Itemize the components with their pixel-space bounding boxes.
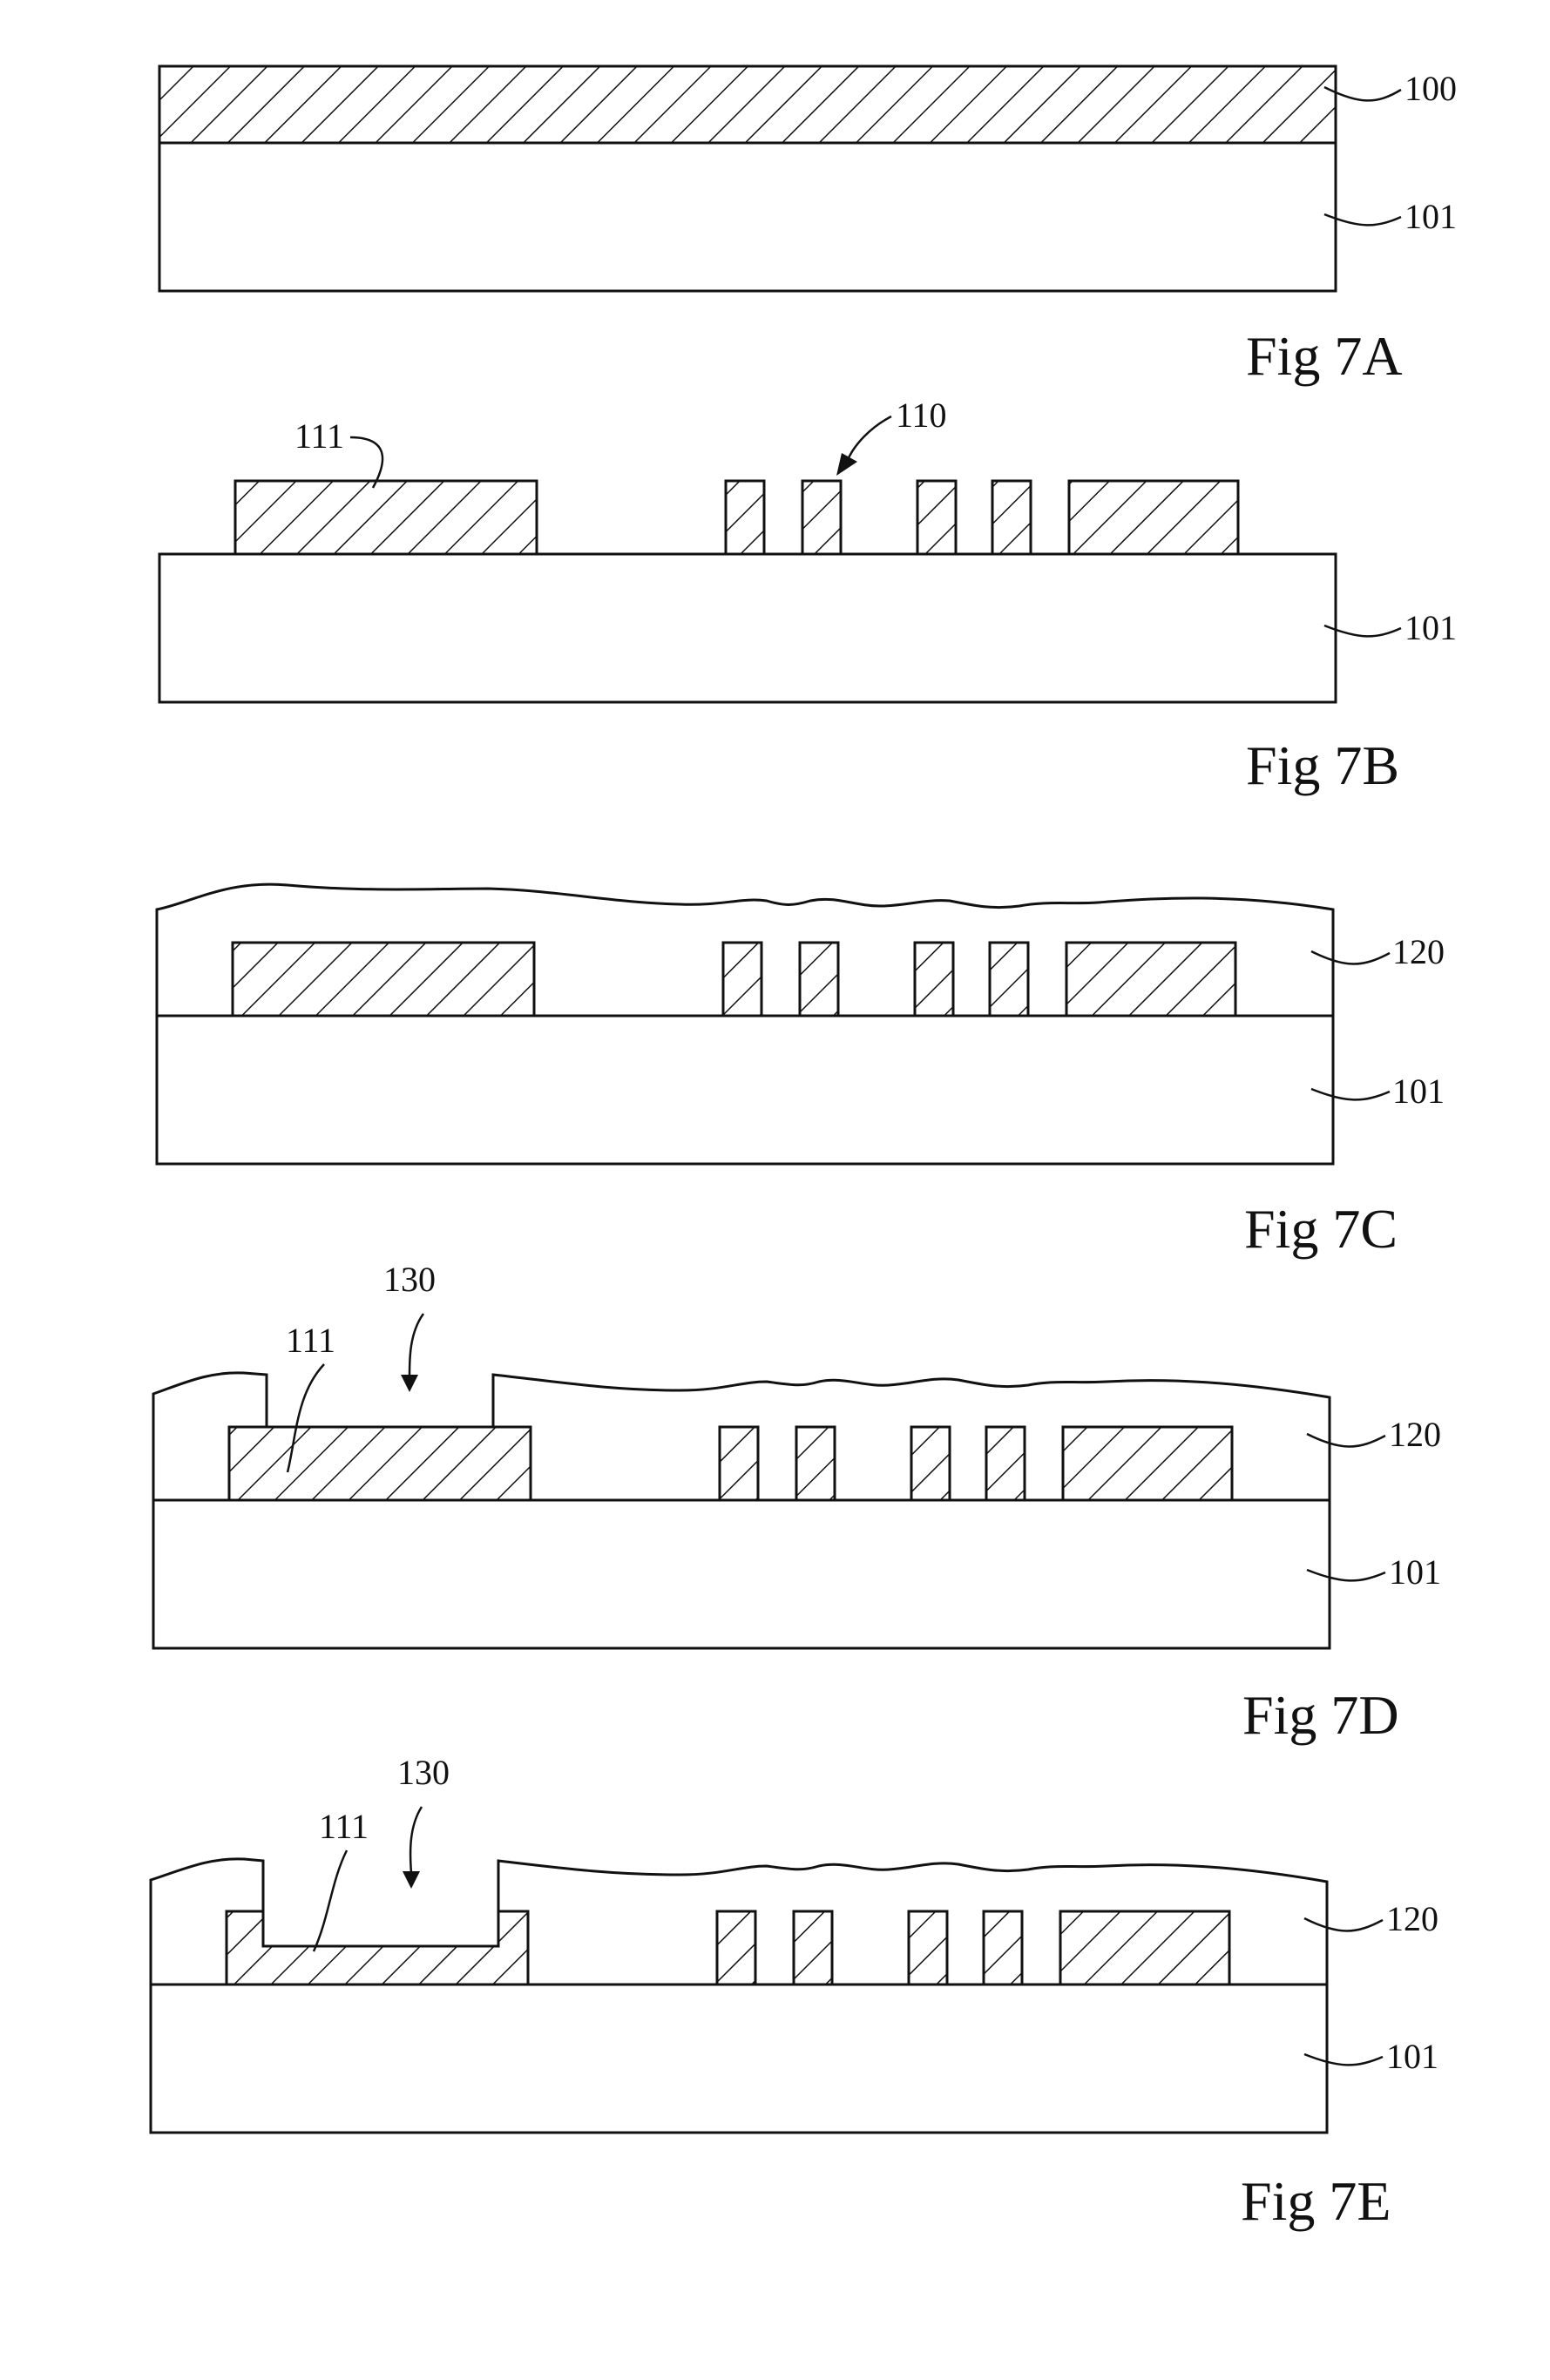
dense-line (909, 1911, 947, 1984)
leader-120 (1307, 1434, 1385, 1447)
dense-line (717, 1911, 755, 1984)
figure-7a: 100 101 Fig 7A (159, 66, 1457, 387)
substrate-101 (151, 1984, 1327, 2133)
dense-line (794, 1911, 832, 1984)
arrowhead (836, 453, 857, 476)
arrowhead (401, 1375, 418, 1392)
wide-line (1066, 943, 1235, 1016)
label-120: 120 (1389, 1415, 1441, 1454)
dense-line (796, 1427, 835, 1500)
label-111: 111 (286, 1321, 335, 1360)
leader-130 (410, 1807, 422, 1873)
wide-line (1060, 1911, 1229, 1984)
wide-line (1069, 481, 1238, 554)
dense-line (984, 1911, 1022, 1984)
dense-line (992, 481, 1031, 554)
label-120: 120 (1386, 1899, 1438, 1938)
figure-7c: 120 101 Fig 7C (157, 884, 1445, 1260)
figure-caption: Fig 7C (1244, 1198, 1398, 1260)
label-130: 130 (383, 1260, 436, 1299)
dense-line (726, 481, 764, 554)
label-101: 101 (1389, 1552, 1441, 1592)
dense-line (802, 481, 841, 554)
label-101: 101 (1404, 197, 1457, 236)
dense-line (915, 943, 953, 1016)
figure-caption: Fig 7E (1241, 2170, 1391, 2232)
figure-7e: 130 111 120 101 Fig 7E (151, 1753, 1438, 2232)
dense-line (723, 943, 761, 1016)
arrowhead (403, 1871, 420, 1889)
large-pattern-111 (229, 1427, 531, 1500)
substrate-101 (157, 1016, 1333, 1164)
label-120: 120 (1392, 932, 1445, 971)
substrate-101 (153, 1500, 1330, 1648)
dense-line (986, 1427, 1025, 1500)
substrate-101 (159, 554, 1336, 702)
large-pattern (233, 943, 534, 1016)
dense-line (990, 943, 1028, 1016)
label-100: 100 (1404, 69, 1457, 108)
label-111: 111 (294, 416, 344, 456)
figure-caption: Fig 7A (1246, 325, 1403, 387)
dense-line (917, 481, 956, 554)
label-101: 101 (1386, 2037, 1438, 2076)
figure-caption: Fig 7B (1246, 734, 1399, 796)
label-110: 110 (896, 396, 947, 435)
leader-130 (409, 1314, 423, 1376)
leader-111 (314, 1850, 347, 1951)
dense-line (720, 1427, 758, 1500)
figure-7d: 130 111 120 101 Fig 7D (153, 1260, 1441, 1746)
dense-line (800, 943, 838, 1016)
wide-line (1063, 1427, 1232, 1500)
leader-120 (1304, 1918, 1383, 1931)
large-pattern-111 (235, 481, 537, 554)
label-101: 101 (1404, 608, 1457, 647)
figure-7b: 111 110 101 Fig 7B (159, 396, 1457, 796)
label-111: 111 (319, 1807, 369, 1846)
label-130: 130 (397, 1753, 450, 1792)
large-pattern-111 (227, 1911, 528, 1984)
layer-100 (159, 66, 1336, 143)
leader-120 (1311, 951, 1390, 964)
label-101: 101 (1392, 1072, 1445, 1111)
dense-line (911, 1427, 950, 1500)
leader-110 (847, 416, 891, 462)
substrate-101 (159, 143, 1336, 291)
figure-caption: Fig 7D (1242, 1684, 1399, 1746)
